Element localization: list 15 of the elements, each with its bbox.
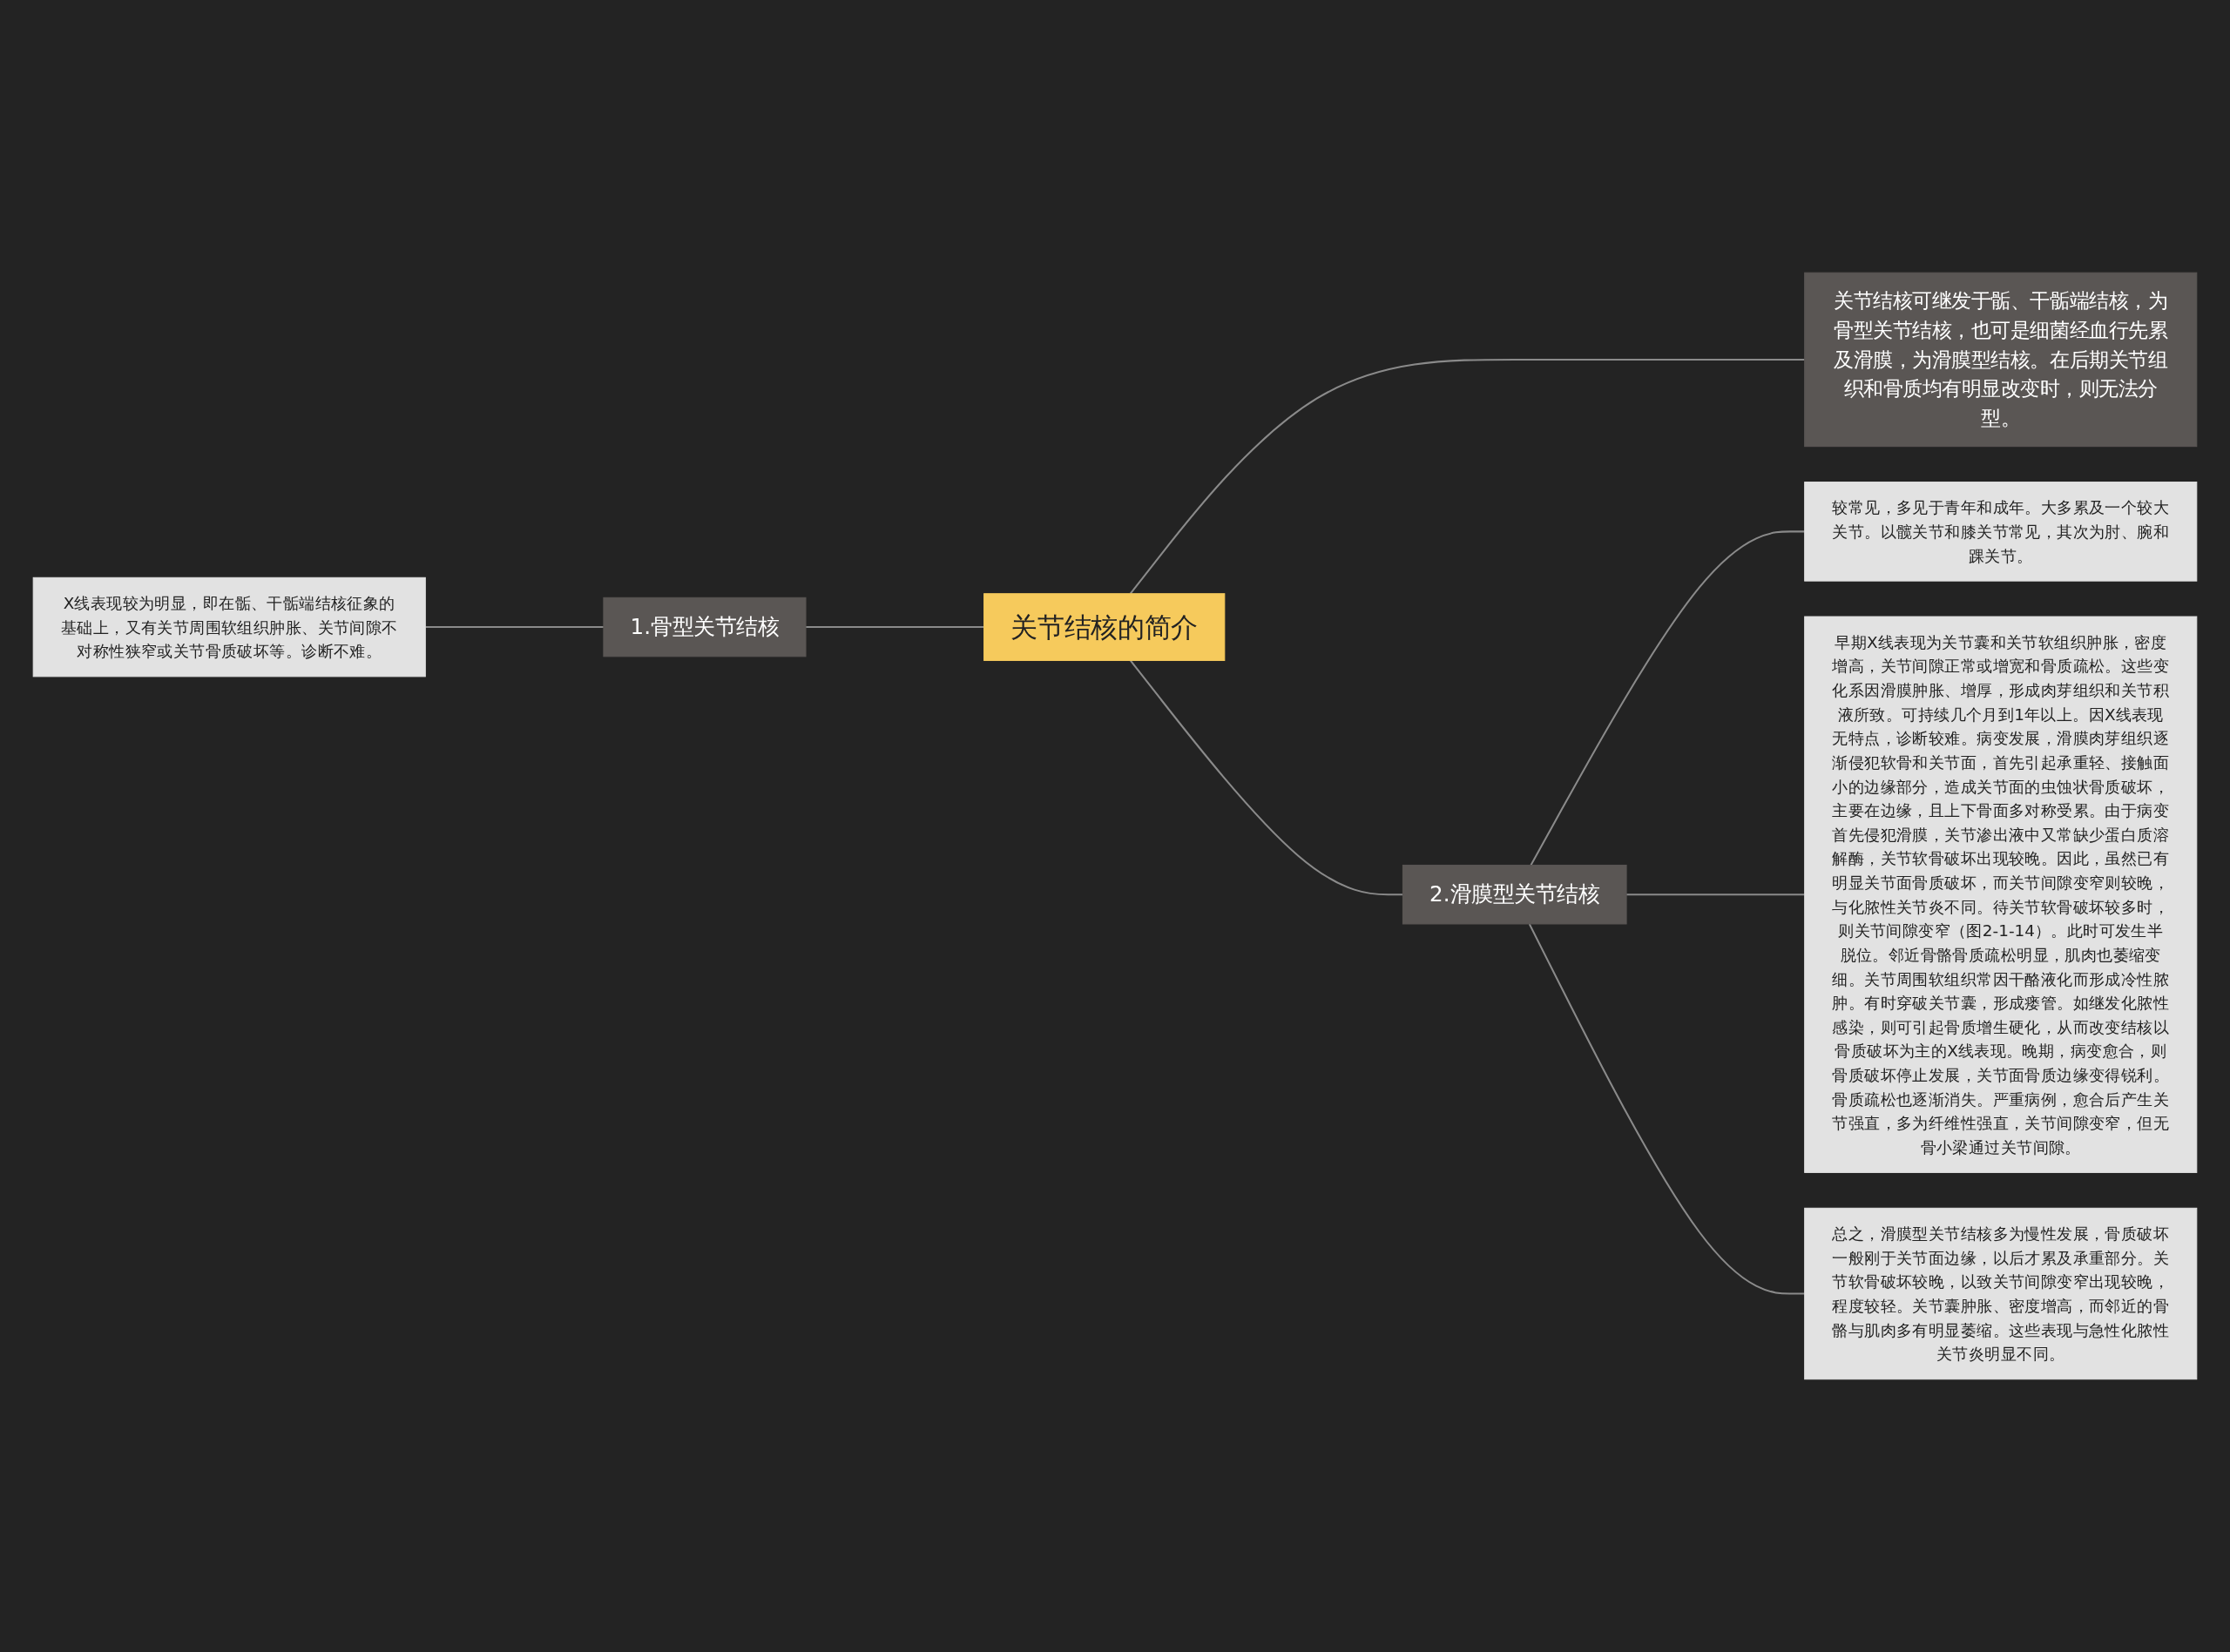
connector: [1528, 923, 1805, 1295]
connector: [425, 626, 604, 629]
connector: [806, 626, 984, 629]
connector: [1626, 893, 1805, 896]
node-box: 较常见，多见于青年和成年。大多累及一个较大关节。以髋关节和膝关节常见，其次为肘、腕和踝关节。: [1804, 482, 2198, 582]
node-box: 早期X线表现为关节囊和关节软组织肿胀，密度增高，关节间隙正常或增宽和骨质疏松。这些变化系因滑膜肿胀、增厚，形成肉芽组织和关节积液所致。可持续几个月到1年以上。因X线表现无特点，诊断较难。病变发展，滑膜肉芽组织逐渐侵犯软骨和关节面，首先引起承重轻、接触面小的边缘部分，造成关节面的虫蚀状骨质破坏，主要在边缘，且上下骨面多对称受累。由于病变首先侵犯滑膜，关节渗出液中又常缺少蛋白质溶解酶，关节软骨破坏出现较晚。因此，虽然已有明显关节面骨质破坏，而关节间隙变窄则较晚，与化脓性关节炎不同。待关节软骨破坏较多时，则关节间隙变窄（图2-1-14）。此时可发生半脱位。邻近骨骼骨质疏松明显，肌肉也萎缩变细。关节周围软组织常因干酪液化而形成冷性脓肿。有时穿破关节囊，形成瘘管。如继发化脓性感染，则可引起骨质增生硬化，从而改变结核以骨质破坏为主的X线表现。晚期，病变愈合，则骨质破坏停止发展，关节面骨质边缘变得锐利。骨质疏松也逐渐消失。严重病例，愈合后产生关节强直，多为纤维性强直，关节间隙变窄，但无骨小梁通过关节间隙。: [1804, 616, 2198, 1173]
node-box: 1.骨型关节结核: [603, 597, 807, 657]
connector: [1129, 659, 1403, 896]
node-box: 关节结核的简介: [983, 593, 1226, 661]
connector: [1129, 358, 1805, 595]
connector: [1530, 530, 1805, 866]
node-box: 总之，滑膜型关节结核多为慢性发展，骨质破坏一般刚于关节面边缘，以后才累及承重部分。关节软骨破坏较晚，以致关节间隙变窄出现较晚，程度较轻。关节囊肿胀、密度增高，而邻近的骨骼与肌肉多有明显萎缩。这些表现与急性化脓性关节炎明显不同。: [1804, 1207, 2198, 1380]
node-box: 2.滑膜型关节结核: [1402, 865, 1627, 925]
node-box: 关节结核可继发于骺、干骺端结核，为骨型关节结核，也可是细菌经血行先累及滑膜，为滑膜型结核。在后期关节组织和骨质均有明显改变时，则无法分型。: [1804, 272, 2198, 448]
node-box: X线表现较为明显，即在骺、干骺端结核征象的基础上，又有关节周围软组织肿胀、关节间隙不对称性狭窄或关节骨质破坏等。诊断不难。: [32, 577, 426, 678]
